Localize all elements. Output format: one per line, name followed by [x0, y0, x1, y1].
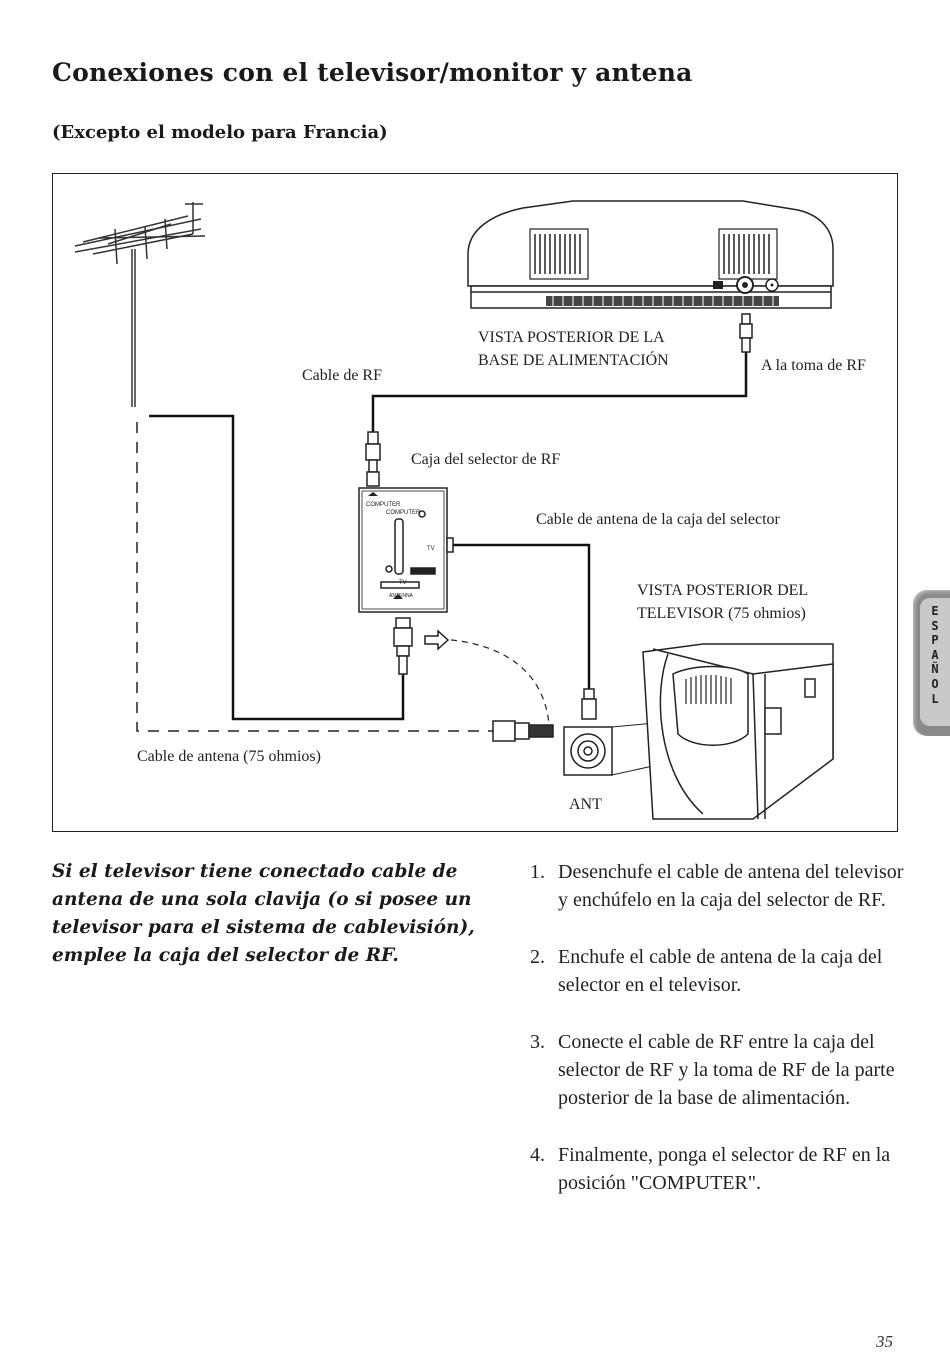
power-base-rear-label-line1: VISTA POSTERIOR DE LA [478, 329, 665, 346]
television-icon [642, 643, 834, 820]
cable-note: Si el televisor tiene conectado cable de… [52, 861, 475, 966]
tv-rear-label-line1: VISTA POSTERIOR DEL [637, 582, 809, 599]
rf-outlet-label: A la toma de RF [761, 357, 866, 374]
power-base-vents [534, 234, 770, 274]
selector-computer-marking: COMPUTER [366, 502, 401, 508]
page-number: 35 [876, 1332, 893, 1351]
arrow-icon [424, 629, 450, 651]
step-number: 4. [530, 1144, 545, 1166]
power-base-icon [467, 200, 834, 309]
step-number: 2. [530, 946, 545, 968]
selector-antenna-marking: ANTENNA [389, 593, 414, 599]
page-subtitle: (Excepto el modelo para Francia) [52, 122, 388, 143]
selector-tv-out-marking: TV [427, 546, 435, 552]
step-number: 1. [530, 861, 545, 883]
step-text: Enchufe el cable de antena de la caja de… [558, 946, 883, 996]
language-tab: ESPAÑOL [913, 590, 950, 736]
rf-selector-box-icon [358, 487, 454, 613]
step-text: Finalmente, ponga el selector de RF en l… [558, 1144, 891, 1194]
step-text: Desenchufe el cable de antena del televi… [558, 861, 904, 911]
step-item: 3. Conecte el cable de RF entre la caja d… [530, 1028, 910, 1112]
instruction-steps: 1. Desenchufe el cable de antena del tele… [530, 858, 910, 1226]
step-number: 3. [530, 1031, 545, 1053]
connection-diagram: COMPUTER COMPUTER TV TV ANTENNA [52, 173, 898, 832]
step-item: 2. Enchufe el cable de antena de la caja … [530, 943, 910, 999]
rf-selector-box-label: Caja del selector de RF [411, 451, 561, 468]
ant-label: ANT [569, 796, 602, 813]
power-base-rear-label-line2: BASE DE ALIMENTACIÓN [478, 352, 669, 369]
language-tab-label: ESPAÑOL [931, 604, 939, 706]
step-item: 1. Desenchufe el cable de antena del tele… [530, 858, 910, 914]
antenna-cable-label: Cable de antena (75 ohmios) [137, 748, 321, 765]
ant-terminal-icon [563, 726, 613, 776]
selector-tv-marking: TV [399, 580, 407, 586]
tv-rear-label-line2: TELEVISOR (75 ohmios) [637, 605, 806, 622]
connection-diagram-drawing: COMPUTER COMPUTER TV TV ANTENNA [74, 200, 834, 820]
rf-plug-icon [739, 313, 753, 353]
selector-computer-marking-2: COMPUTER [386, 510, 421, 516]
antenna-plug-icon [393, 617, 413, 675]
rf-cable-label: Cable de RF [302, 367, 382, 384]
antenna-icon [74, 202, 206, 407]
selector-antenna-cable-label: Cable de antena de la caja del selector [536, 511, 780, 528]
page-title: Conexiones con el televisor/monitor y an… [52, 58, 693, 87]
step-text: Conecte el cable de RF entre la caja del… [558, 1031, 895, 1109]
step-item: 4. Finalmente, ponga el selector de RF en… [530, 1141, 910, 1197]
